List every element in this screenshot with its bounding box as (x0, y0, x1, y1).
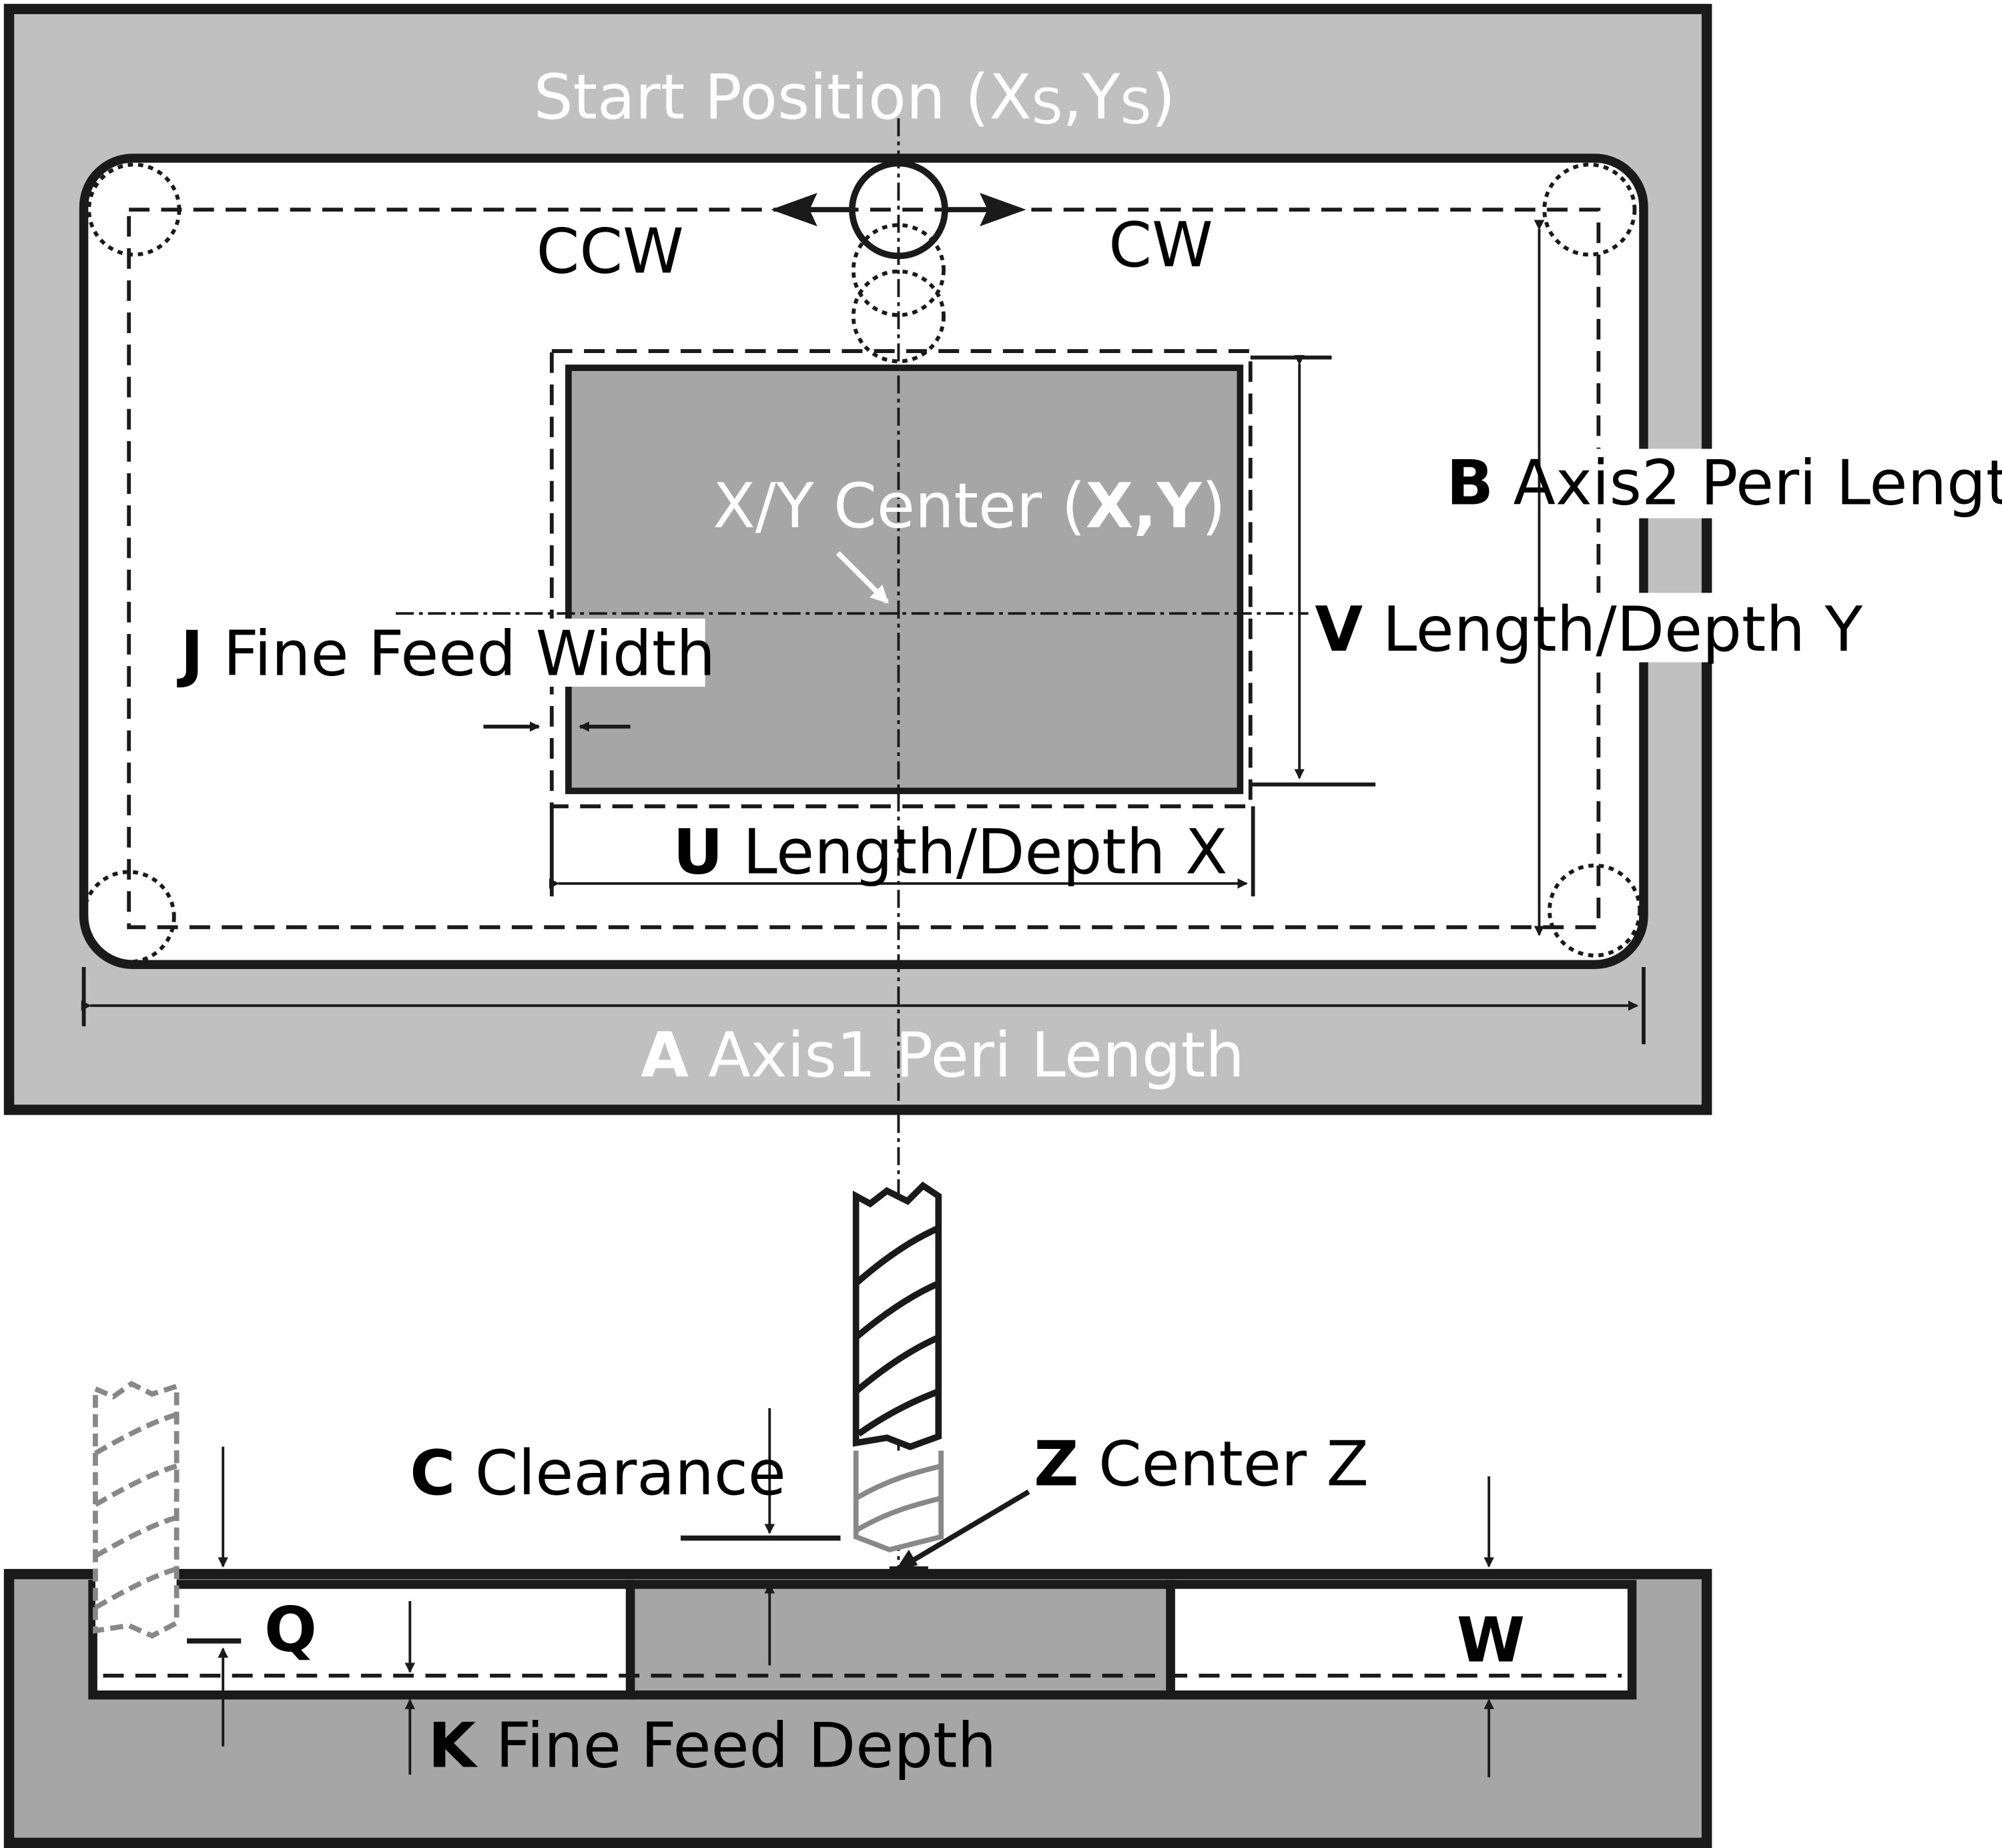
ghost-flute-3 (94, 1515, 178, 1558)
island-toolpath (549, 349, 1253, 809)
start-position-label: Start Position (XS,YS) (534, 61, 1176, 135)
ccw-label: CCW (537, 216, 684, 288)
direction-arrows (771, 193, 1026, 227)
j-label: J Fine Feed Width (176, 618, 715, 690)
end-mill-tip-ghost (853, 1450, 944, 1552)
z-leader-arrowhead (894, 1549, 918, 1572)
a-label: A Axis1 Peri Length (641, 1019, 1245, 1091)
end-mill-flute-3 (854, 1334, 940, 1394)
island-section (625, 1580, 1175, 1700)
corner-circle-tl (87, 162, 182, 257)
cw-label: CW (1108, 209, 1213, 281)
w-label: W (1457, 1604, 1525, 1676)
k-label: K Fine Feed Depth (428, 1710, 996, 1782)
u-label: U Length/Depth X (673, 816, 1227, 888)
right-pocket-cavity (1166, 1580, 1637, 1700)
q-label: Q (264, 1594, 317, 1666)
end-mill-flute-1 (854, 1225, 940, 1286)
ghost-flute-4 (94, 1566, 178, 1610)
end-mill-tip-flute-2 (854, 1496, 942, 1533)
end-mill-body (852, 1181, 942, 1450)
approach-circle-1 (851, 223, 946, 317)
end-mill-icon (852, 1181, 944, 1552)
side-view: C Clearance Z Center Z Q W K Fine Feed D… (3, 1181, 1712, 1848)
center-pointer-arrow (836, 551, 889, 604)
approach-circle-2 (851, 269, 946, 364)
corner-circle-br (1548, 863, 1642, 958)
ghost-end-mill-body (93, 1380, 180, 1639)
end-mill-flute-2 (854, 1280, 940, 1340)
corner-tool-circles (81, 162, 1642, 964)
corner-circle-bl (81, 870, 176, 964)
v-label-bg (1308, 593, 1840, 663)
z-leader-line (904, 1489, 1030, 1568)
j-label-bg (171, 618, 705, 687)
cw-arrowhead-icon (980, 193, 1026, 227)
island (565, 364, 1244, 794)
ghost-flute-1 (94, 1412, 178, 1456)
corner-circle-tr (1542, 162, 1637, 257)
center-label: X/Y Center (X,Y) (713, 470, 1226, 542)
top-view: Start Position (XS,YS) CCW CW X/Y Center… (3, 3, 2002, 1572)
end-mill-flute-4 (856, 1388, 940, 1437)
ghost-flute-2 (94, 1464, 178, 1507)
end-mill-tip-flute-1 (854, 1463, 942, 1501)
z-label: Z Center Z (1034, 1428, 1369, 1500)
b-label: B Axis2 Peri Length (1446, 446, 2002, 519)
ccw-arrowhead-icon (771, 193, 817, 227)
ghost-end-mill-icon (93, 1380, 180, 1639)
b-label-bg (1433, 448, 2002, 519)
v-label: V Length/Depth Y (1315, 593, 1863, 665)
c-label: C Clearance (410, 1437, 786, 1509)
